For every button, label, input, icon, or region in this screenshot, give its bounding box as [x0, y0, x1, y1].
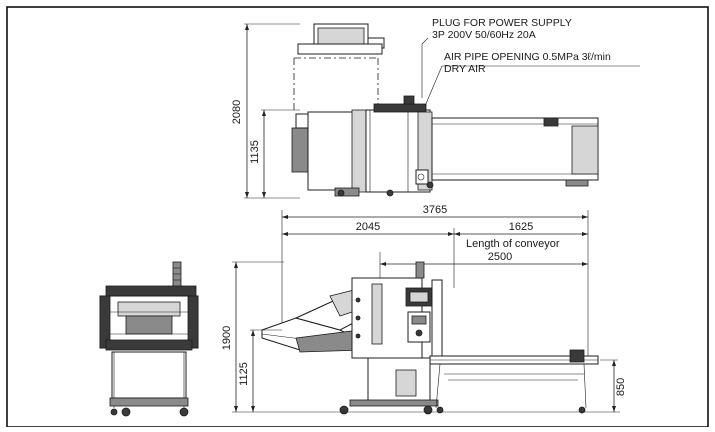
top-view [291, 23, 599, 197]
top-infeed-block [307, 111, 359, 191]
side-view-dimensions [232, 261, 620, 413]
air-note-line2: DRY AIR [444, 63, 486, 75]
dim-main-body-length: 2045 [356, 221, 380, 233]
top-view-dimensions [244, 23, 300, 199]
dim-overall-height: 2080 [231, 100, 243, 124]
conveyor-length-label: Length of conveyor [466, 238, 560, 250]
dim-top-view-height: 1135 [249, 140, 261, 164]
dim-conveyor-extension: 1625 [509, 221, 533, 233]
dim-conveyor-length: 2500 [488, 251, 512, 263]
power-note-line1: PLUG FOR POWER SUPPLY [432, 17, 572, 29]
dim-side-view-height: 1900 [221, 326, 233, 350]
front-view [99, 261, 199, 417]
power-note-line2: 3P 200V 50/60Hz 20A [432, 29, 536, 41]
top-conveyor [431, 117, 599, 181]
side-view [261, 261, 599, 415]
dim-conveyor-height: 850 [615, 378, 627, 396]
air-note-line1: AIR PIPE OPENING 0.5MPa 3ℓ/min [444, 51, 611, 63]
dim-infeed-height: 1125 [238, 362, 250, 386]
dim-overall-length: 3765 [423, 204, 447, 216]
